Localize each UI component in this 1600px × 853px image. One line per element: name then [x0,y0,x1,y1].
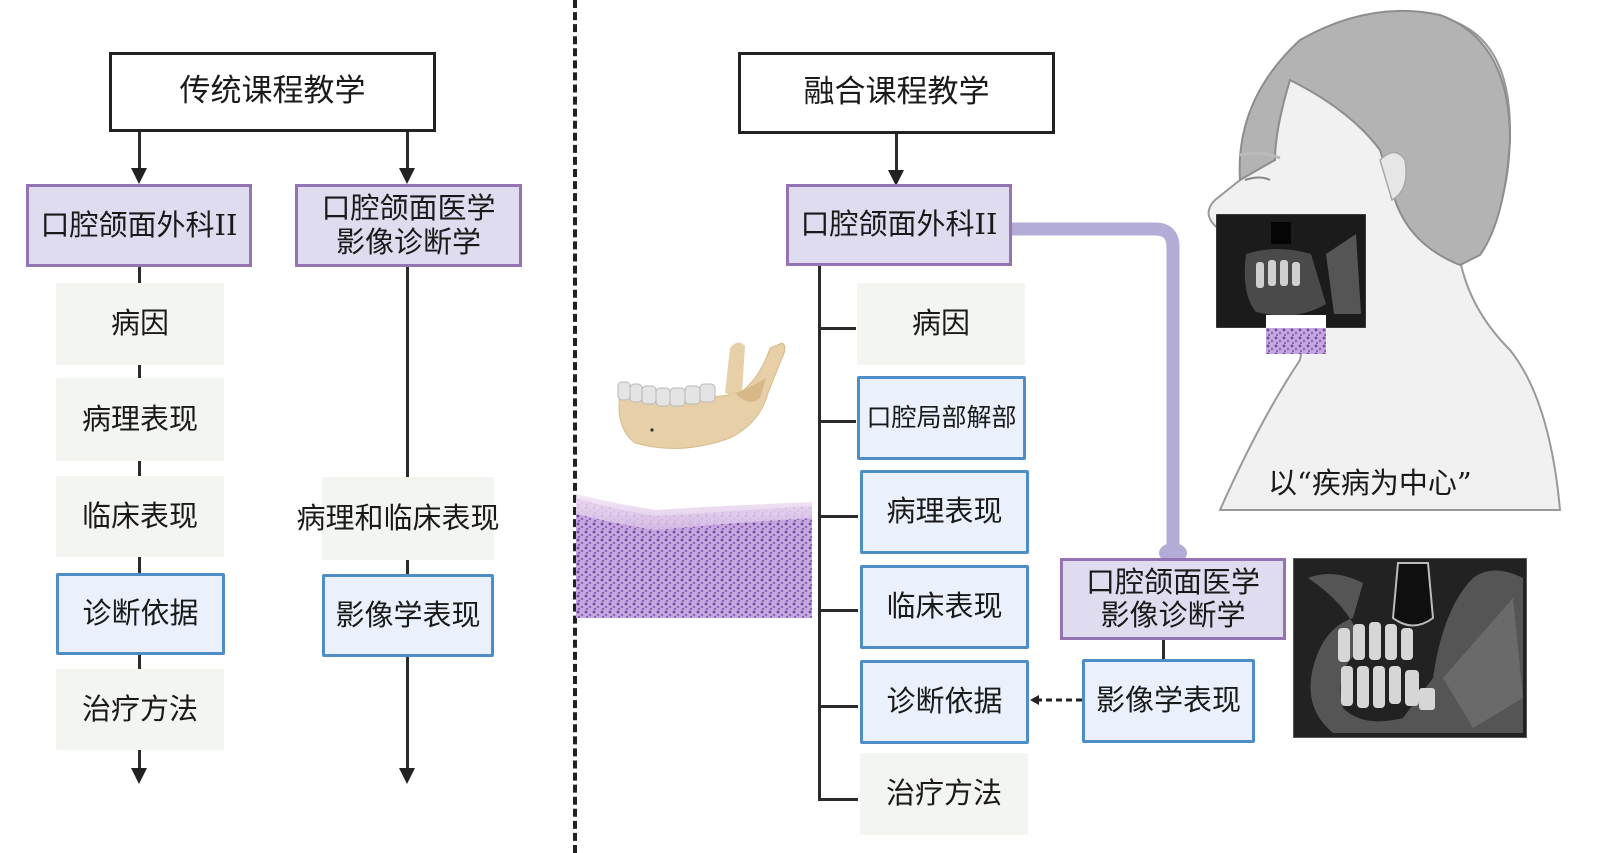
arrow-down-icon [399,768,415,784]
imaging-header-line2: 影像诊断学 [1100,598,1246,632]
branch-treatment: 治疗方法 [860,753,1028,835]
connector-line [138,365,141,378]
branch-line [818,420,856,423]
branch-line [818,609,858,612]
section-divider [573,0,577,853]
item-diagnosis: 诊断依据 [56,573,225,655]
mandible-icon [617,342,786,449]
inset-label-gap [1266,315,1326,329]
connector-path [1012,222,1180,550]
ct-scan-inset [1216,214,1366,328]
integrated-surgery-label: 口腔颌面外科II [800,207,998,242]
branch-line [818,705,858,708]
integrated-imaging-item: 影像学表现 [1082,659,1255,743]
dashed-arrow [1030,695,1082,705]
item-pathology: 病理表现 [56,378,224,461]
arrow-down-icon [131,768,147,784]
connector-line [406,132,409,172]
integrated-imaging-header: 口腔颌面医学 影像诊断学 [1060,558,1286,640]
item-label: 病理表现 [81,401,198,436]
connector-line [406,560,409,574]
arrow-down-icon [131,168,147,184]
branch-label: 临床表现 [886,589,1003,624]
branch-line [818,515,858,518]
connector-line [138,557,141,573]
connector-line [406,657,409,769]
branch-diagnosis: 诊断依据 [860,660,1029,744]
connector-line [406,267,409,477]
imaging-header-line1: 口腔颌面医学 [1085,564,1260,599]
branch-line [818,327,856,330]
branch-label: 口腔局部解部 [866,402,1017,432]
item-label: 治疗方法 [81,691,198,726]
connector-line [138,461,141,476]
connector-line [1162,640,1165,659]
connector-line [138,655,141,669]
item-label: 诊断依据 [82,596,199,631]
branch-pathology: 病理表现 [860,470,1029,554]
imaging-header-line2: 影像诊断学 [335,224,481,259]
item-path-clinical: 病理和临床表现 [296,477,500,560]
connector-line [138,132,141,172]
branch-local-anatomy: 口腔局部解部 [857,376,1026,460]
arrow-down-icon [888,170,904,186]
branch-etiology: 病因 [857,283,1025,365]
arrow-down-icon [399,168,415,184]
surgery-header-box: 口腔颌面外科II [26,184,252,267]
imaging-header-line1: 口腔颌面医学 [321,191,496,226]
traditional-title: 传统课程教学 [179,73,366,110]
item-label: 影像学表现 [335,597,481,632]
branch-label: 病因 [911,306,970,341]
item-imaging: 影像学表现 [322,574,494,657]
item-etiology: 病因 [56,283,224,365]
branch-label: 病理表现 [886,494,1003,529]
disease-centered-caption: 以“疾病为中心” [1268,466,1472,500]
item-label: 病理和临床表现 [296,500,500,535]
connector-line [138,750,141,770]
connector-line [138,267,141,283]
integrated-title-box: 融合课程教学 [738,52,1055,134]
imaging-header-box: 口腔颌面医学 影像诊断学 [295,184,522,267]
branch-clinical: 临床表现 [860,565,1029,649]
trunk-line [818,266,821,799]
traditional-title-box: 传统课程教学 [109,52,436,132]
item-treatment: 治疗方法 [56,669,224,750]
arrow-left-icon [1030,695,1039,705]
item-label: 病因 [110,306,169,341]
branch-label: 治疗方法 [885,776,1002,811]
branch-line [818,798,858,801]
connector-line [895,134,898,174]
surgery-header-label: 口腔颌面外科II [40,207,238,242]
histology-image [576,494,812,618]
item-clinical: 临床表现 [56,476,224,557]
integrated-surgery-header: 口腔颌面外科II [786,184,1012,266]
patient-head-illustration [1207,9,1562,511]
ct-scan-image [1293,558,1527,738]
imaging-item-label: 影像学表现 [1095,683,1241,718]
integrated-title: 融合课程教学 [803,74,990,111]
histology-inset [1266,328,1326,354]
branch-label: 诊断依据 [886,684,1003,719]
purple-connector [1012,222,1187,563]
item-label: 临床表现 [81,498,198,533]
